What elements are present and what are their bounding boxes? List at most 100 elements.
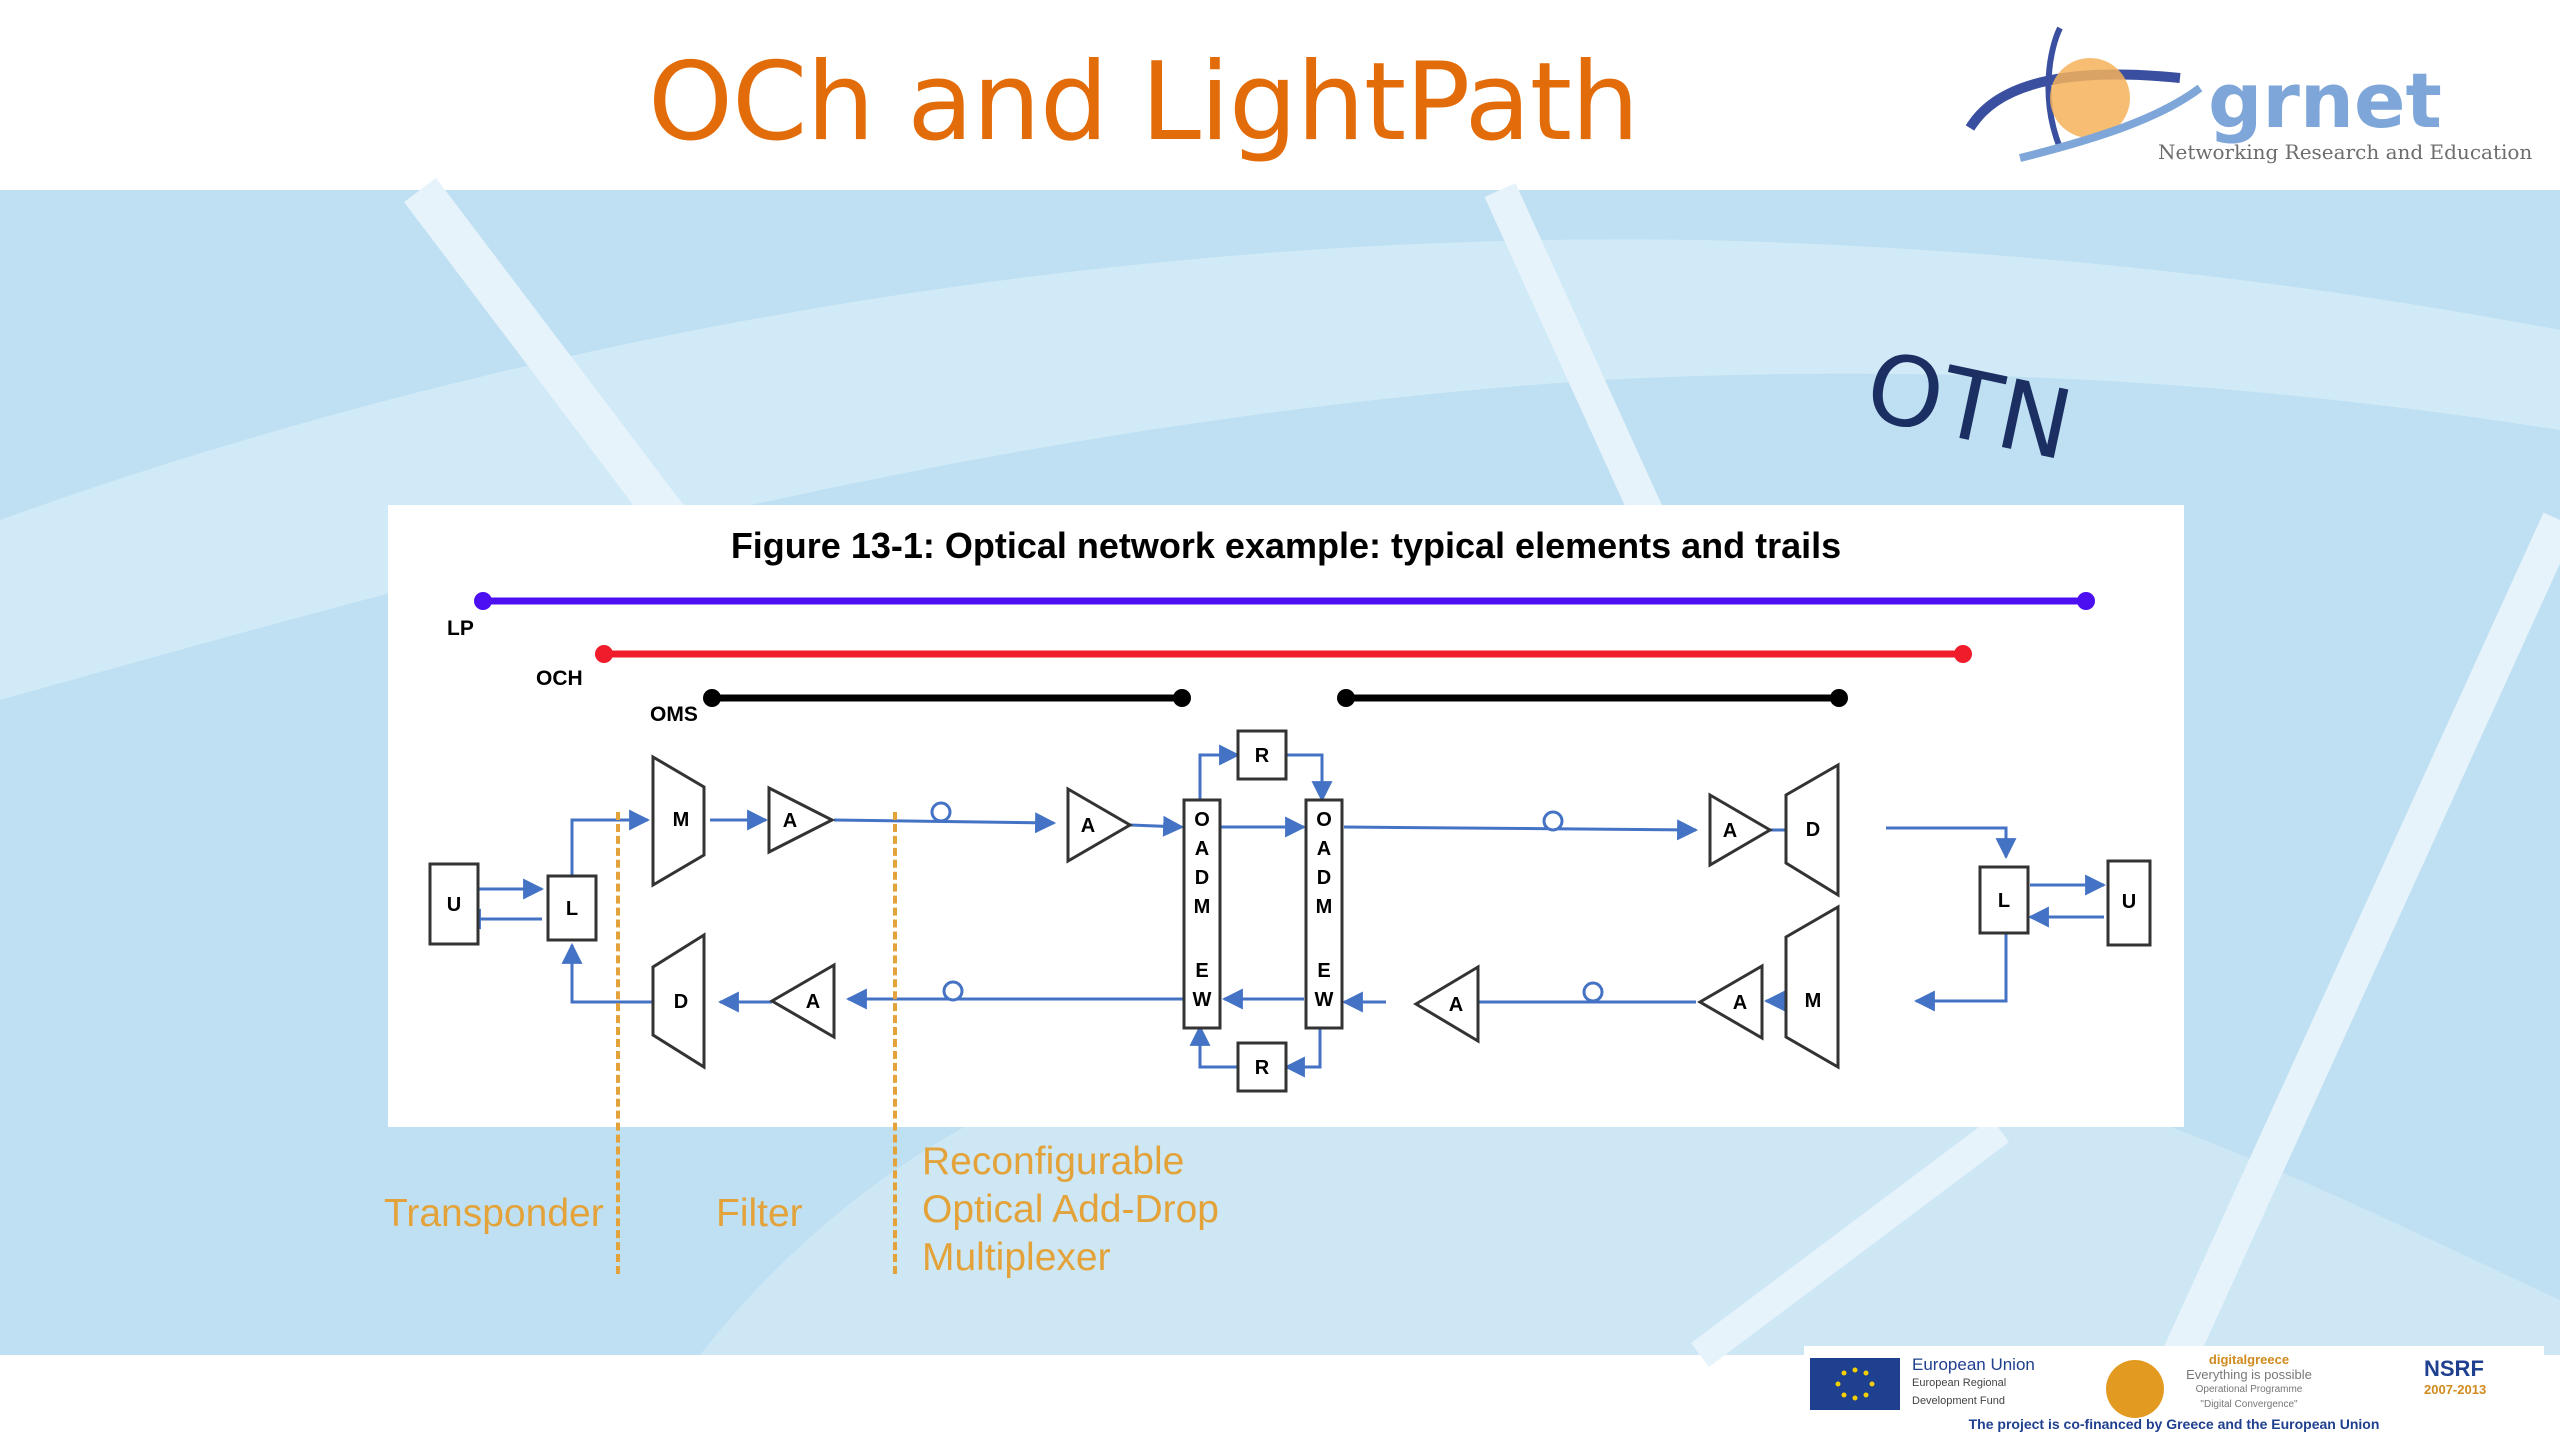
fiber-icon [930, 801, 952, 823]
oadm-letter: E [1317, 960, 1330, 982]
amplifier-shape [767, 785, 836, 855]
regenerator-label: R [1255, 745, 1270, 767]
transponder-divider [616, 812, 620, 1274]
nsrf-label: NSRF [2424, 1356, 2484, 1381]
amplifier-shape [1066, 786, 1133, 864]
network-diagram: LP OCH OMS [428, 592, 2152, 1093]
oadm-letter: D [1317, 867, 1331, 889]
eu-sub: European Regional [1912, 1377, 2007, 1389]
links [459, 744, 2107, 1078]
oadm-letters: O A D M E W O A D M E W [1193, 809, 1334, 1011]
link [1129, 815, 1185, 837]
amplifier-shape [1708, 792, 1773, 868]
oadm-letter: A [1195, 838, 1209, 860]
amplifier-label: A [1449, 994, 1463, 1016]
trail-och: OCH [536, 645, 1972, 690]
roadm-annotation-line: Reconfigurable [922, 1140, 1185, 1183]
roadm-annotation: Reconfigurable Optical Add-Drop Multiple… [922, 1138, 1219, 1282]
amplifier-label: A [1081, 815, 1095, 837]
amplifier-shape [1697, 963, 1764, 1041]
link [1343, 819, 1699, 841]
user-unit-label: U [447, 894, 461, 916]
roadm-annotation-line: Optical Add-Drop [922, 1188, 1219, 1231]
oms-trail-endpoint [1830, 689, 1848, 707]
oadm-letter: W [1315, 989, 1334, 1011]
amplifier-label: A [783, 810, 797, 832]
oadm-letter: O [1194, 809, 1210, 831]
logo-tagline: Networking Research and Education [2158, 140, 2533, 164]
link [1913, 925, 2008, 1012]
lp-trail-endpoint [2077, 592, 2095, 610]
och-trail-endpoint [1954, 645, 1972, 663]
funding-footer: European Union European Regional Develop… [1804, 1346, 2544, 1436]
amplifier-label: A [1723, 820, 1737, 842]
transponder-label: L [1998, 890, 2010, 912]
amplifier-label: A [1733, 992, 1747, 1014]
multiplexer-label: M [1805, 990, 1822, 1012]
eu-sub: Development Fund [1912, 1395, 2005, 1407]
oadm-letter: M [1316, 896, 1333, 918]
oadm-right-box [1304, 798, 1344, 1030]
digital-greece-text: digitalgreece Everything is possible Ope… [2174, 1352, 2324, 1412]
fiber-icon [1582, 981, 1604, 1003]
regenerator-box [1236, 1041, 1288, 1093]
regenerator-label: R [1255, 1057, 1270, 1079]
oms-trail-label: OMS [650, 703, 698, 726]
amplifier-shape [1413, 964, 1480, 1044]
multiplexer-shape [651, 754, 706, 888]
demultiplexer-label: D [1806, 819, 1820, 841]
oadm-letter: A [1317, 838, 1331, 860]
fiber-icon [942, 980, 964, 1002]
background-streak [2163, 512, 2560, 1363]
filter-annotation: Filter [716, 1192, 803, 1235]
fiber-markers [930, 801, 1604, 1003]
oadm-letter: O [1316, 809, 1332, 831]
eu-text-block: European Union European Regional Develop… [1912, 1356, 2035, 1410]
lp-trail-endpoint [474, 592, 492, 610]
amplifier-shape [769, 962, 836, 1040]
grnet-swirl-icon [1965, 26, 2203, 162]
demultiplexer-shape [1784, 762, 1840, 898]
oadm-left-box [1182, 798, 1222, 1030]
roadm-annotation-line: Multiplexer [922, 1236, 1111, 1279]
user-unit-label: U [2122, 891, 2136, 913]
transponder-label: L [566, 898, 578, 920]
multiplexer-label: M [673, 809, 690, 831]
link [561, 942, 656, 1004]
background-streak [1484, 182, 1666, 528]
oadm-letter: W [1193, 989, 1212, 1011]
link [1286, 753, 1333, 803]
och-trail-label: OCH [536, 667, 583, 690]
filter-divider [893, 812, 897, 1274]
figure-title: Figure 13-1: Optical network example: ty… [730, 525, 1842, 566]
och-trail-endpoint [595, 645, 613, 663]
funding-caption: The project is co-financed by Greece and… [1968, 1416, 2380, 1432]
fiber-icon [1542, 810, 1564, 832]
transponder-box [546, 874, 598, 942]
amplifier-label: A [806, 991, 820, 1013]
dg-line: Operational Programme [2195, 1384, 2303, 1395]
background-streak [404, 177, 716, 573]
link [1198, 744, 1241, 810]
regenerator-box [1236, 729, 1288, 781]
link [570, 809, 651, 876]
dg-line: digitalgreece [2208, 1352, 2290, 1367]
demultiplexer-label: D [674, 991, 688, 1013]
trail-oms: OMS [650, 689, 1848, 726]
oadm-letter: D [1195, 867, 1209, 889]
grnet-logo: grnet Networking Research and Education [1960, 18, 2550, 178]
link [1189, 1024, 1238, 1069]
background-streak [1691, 1118, 2009, 1367]
slide-title: OCh and LightPath [648, 40, 1639, 165]
digital-greece-logo-icon [2106, 1360, 2164, 1418]
nsrf-logo: NSRF 2007-2013 [2424, 1356, 2534, 1410]
background-swoosh [0, 239, 2560, 700]
oadm-letter: E [1195, 960, 1208, 982]
oadm-letter: M [1194, 896, 1211, 918]
oms-trail-endpoint [1173, 689, 1191, 707]
link [1283, 1027, 1322, 1078]
logo-wordmark: grnet [2208, 56, 2442, 145]
transponder-box [1978, 865, 2030, 935]
dg-line: Everything is possible [2186, 1367, 2312, 1382]
